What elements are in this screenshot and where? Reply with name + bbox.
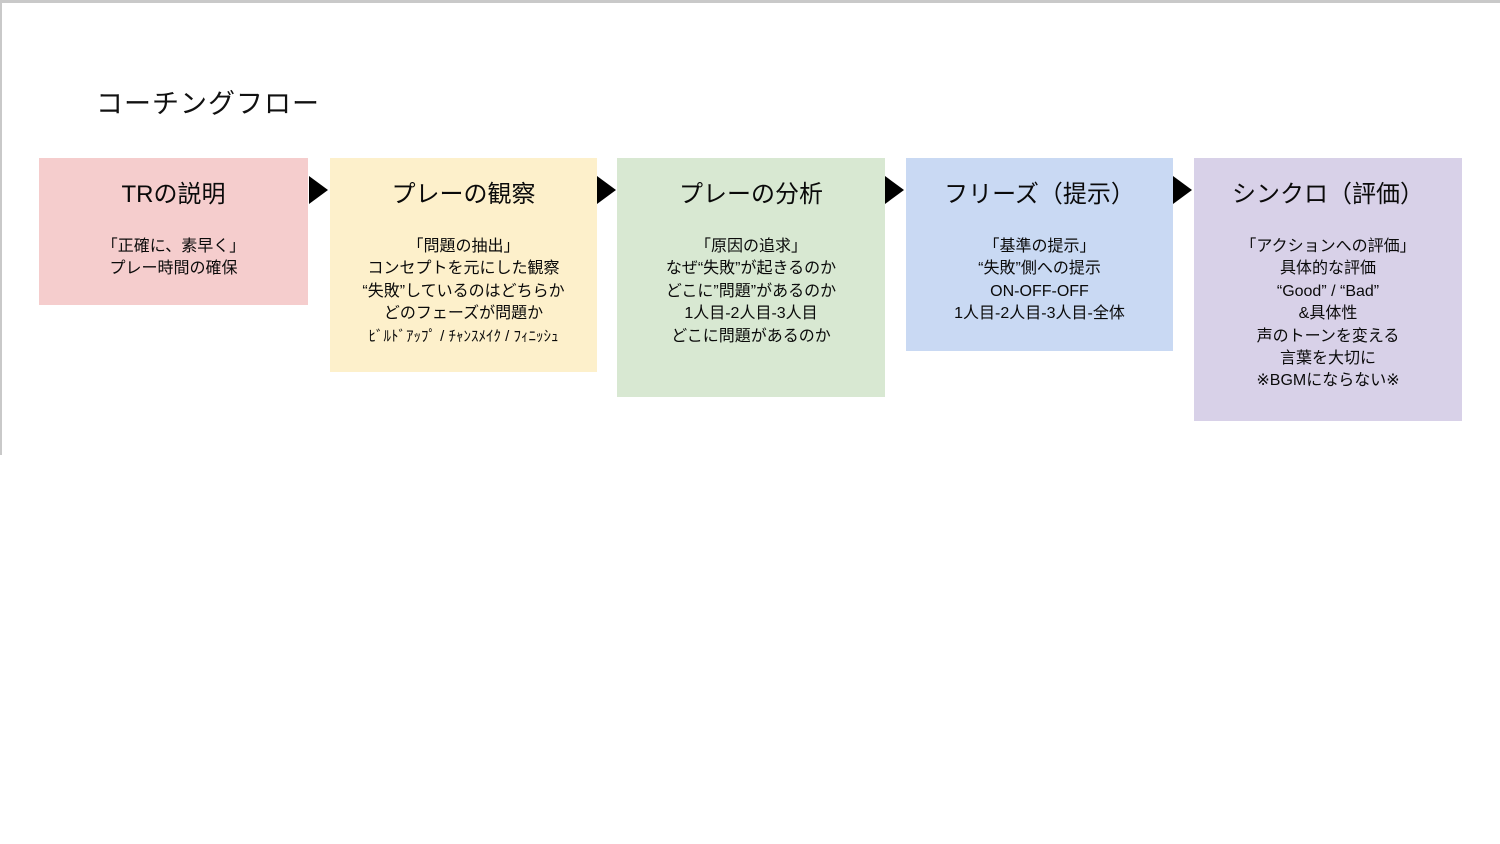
flow-arrow-icon	[885, 176, 904, 204]
step-body-line: コンセプトを元にした観察	[367, 260, 560, 278]
step-body-line: 声のトーンを変える	[1256, 327, 1400, 345]
step-body: 「基準の提示」 “失敗”側への提示 ON-OFF-OFF 1人目-2人目-3人目…	[906, 236, 1173, 326]
step-body: 「正確に、素早く」 プレー時間の確保	[39, 236, 308, 281]
flow-step-play-bunseki: プレーの分析 「原因の追求」 なぜ“失敗”が起きるのか どこに”問題”があるのか…	[617, 158, 885, 397]
step-body-line: “Good” / “Bad”	[1276, 282, 1380, 300]
step-title: シンクロ（評価）	[1232, 181, 1424, 208]
page-title: コーチングフロー	[96, 89, 320, 119]
flow-step-synchro-hyouka: シンクロ（評価） 「アクションへの評価」 具体的な評価 “Good” / “Ba…	[1194, 158, 1462, 421]
step-body: 「アクションへの評価」 具体的な評価 “Good” / “Bad” &具体性 声…	[1194, 236, 1462, 393]
step-body-line: “失敗”しているのはどちらか	[362, 282, 565, 300]
step-body-line: なぜ“失敗”が起きるのか	[665, 260, 837, 278]
step-title: TRの説明	[121, 181, 226, 208]
step-title: プレーの観察	[391, 181, 536, 208]
step-body-line: 「原因の追求」	[694, 238, 807, 255]
step-body: 「原因の追求」 なぜ“失敗”が起きるのか どこに”問題”があるのか 1人目-2人…	[617, 236, 885, 348]
step-body-line: プレー時間の確保	[109, 260, 238, 278]
flow-step-tr-setsumei: TRの説明 「正確に、素早く」 プレー時間の確保	[39, 158, 308, 305]
slide-border-top	[0, 0, 1500, 3]
step-body-line: 1人目-2人目-3人目-全体	[954, 305, 1125, 323]
step-body-line: “失敗”側への提示	[978, 260, 1101, 278]
step-body-line: 「問題の抽出」	[407, 238, 520, 255]
step-body-line: 具体的な評価	[1279, 260, 1376, 278]
step-body-line: どこに”問題”があるのか	[665, 282, 837, 300]
flow-step-freeze-teiji: フリーズ（提示） 「基準の提示」 “失敗”側への提示 ON-OFF-OFF 1人…	[906, 158, 1173, 351]
step-body-line: どこに問題があるのか	[671, 327, 831, 345]
flow-arrow-icon	[309, 176, 328, 204]
step-body-line: 「アクションへの評価」	[1240, 238, 1416, 255]
flow-step-play-kansatsu: プレーの観察 「問題の抽出」 コンセプトを元にした観察 “失敗”しているのはどち…	[330, 158, 597, 372]
step-body-line: 1人目-2人目-3人目	[684, 305, 818, 323]
step-body-line: ON-OFF-OFF	[990, 282, 1089, 300]
step-body-line: 言葉を大切に	[1279, 350, 1376, 368]
step-body-line: 「正確に、素早く」	[101, 238, 246, 255]
slide-border-left	[0, 0, 2, 455]
step-body-line: ﾋﾞﾙﾄﾞｱｯﾌﾟ / ﾁｬﾝｽﾒｲｸ / ﾌｨﾆｯｼｭ	[368, 327, 559, 345]
step-body-line: 「基準の提示」	[983, 238, 1096, 255]
step-title: フリーズ（提示）	[944, 181, 1135, 208]
step-body-line: &具体性	[1298, 305, 1358, 323]
flow-arrow-icon	[597, 176, 616, 204]
step-body-line: どのフェーズが問題か	[383, 305, 544, 323]
step-body: 「問題の抽出」 コンセプトを元にした観察 “失敗”しているのはどちらか どのフェ…	[330, 236, 597, 348]
flow-arrow-icon	[1173, 176, 1192, 204]
step-title: プレーの分析	[679, 181, 823, 208]
step-body-line: ※BGMにならない※	[1256, 372, 1400, 390]
